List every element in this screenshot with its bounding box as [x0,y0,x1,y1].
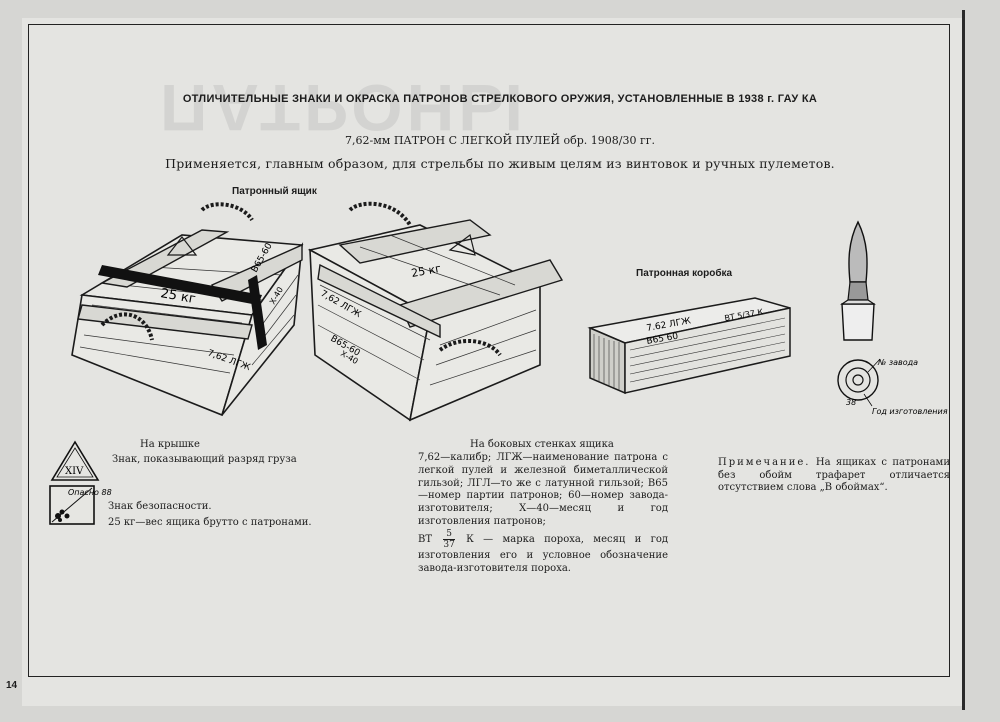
usage-description: Применяется, главным образом, для стрель… [165,156,835,171]
powder-description: К — марка пороха, месяц и год изготовлен… [418,533,669,574]
cartridge-illustration: 38 № завода Год изготовления [837,220,948,416]
crate-weight-mark-right: 25 кг [410,262,442,280]
page-frame [28,24,950,677]
year-label: Год изготовления [872,407,948,416]
page-edge [962,10,965,710]
page-title: ОТЛИЧИТЕЛЬНЫЕ ЗНАКИ И ОКРАСКА ПАТРОНОВ С… [182,93,818,105]
crate-weight-mark: 25 кг [159,286,197,307]
powder-numerator: 5 [443,529,455,540]
cargo-class-description: Знак, показывающий разряд груза [112,454,297,465]
note-text: На ящиках с патронами без обойм трафарет… [718,457,951,493]
gross-weight-description: 25 кг—вес ящика брутто с патронами. [108,517,312,528]
side-walls-title: На боковых стенках ящика [470,439,614,450]
primer-number: 38 [846,398,856,407]
cargo-class-roman: XIV [65,466,84,477]
powder-fraction: 5 37 [443,529,455,550]
note: Примечание. На ящиках с патронами без об… [718,457,950,495]
side-markings-text: 7,62—калибр; ЛГЖ—наименование патрона с … [418,452,668,527]
safety-title: Знак безопасности. [108,501,212,512]
box-label: Патронная коробка [636,268,733,279]
crate-label: Патронный ящик [232,186,317,197]
safety-sign-text: Опасно 88 [68,488,112,497]
cartridge-box-illustration: 7.62 ЛГЖ В65 60 ВТ 5/37 К [587,297,791,395]
page-number: 14 [6,680,18,691]
cartridge-subtitle: 7,62-мм ПАТРОН С ЛЕГКОЙ ПУЛЕЙ обр. 1908/… [345,134,655,147]
safety-description: Знак безопасности. 25 кг—вес ящика брутт… [108,499,312,531]
roof-title: На крышке [140,439,200,450]
powder-prefix: ВТ [418,533,433,545]
crate-illustration-left: 25 кг 7,62 ЛГЖ В65-60 Х-40 [71,202,304,417]
note-label: Примечание. [718,457,811,468]
factory-number-label: № завода [877,358,918,367]
safety-sign: Опасно 88 [49,485,112,525]
cargo-class-sign: XIV [50,440,100,481]
crate-illustration-right: 25 кг 7,62 ЛГЖ В65-60 Х-40 [307,201,564,422]
powder-denominator: 37 [443,539,455,550]
side-walls-description: 7,62—калибр; ЛГЖ—наименование патрона с … [418,452,668,575]
